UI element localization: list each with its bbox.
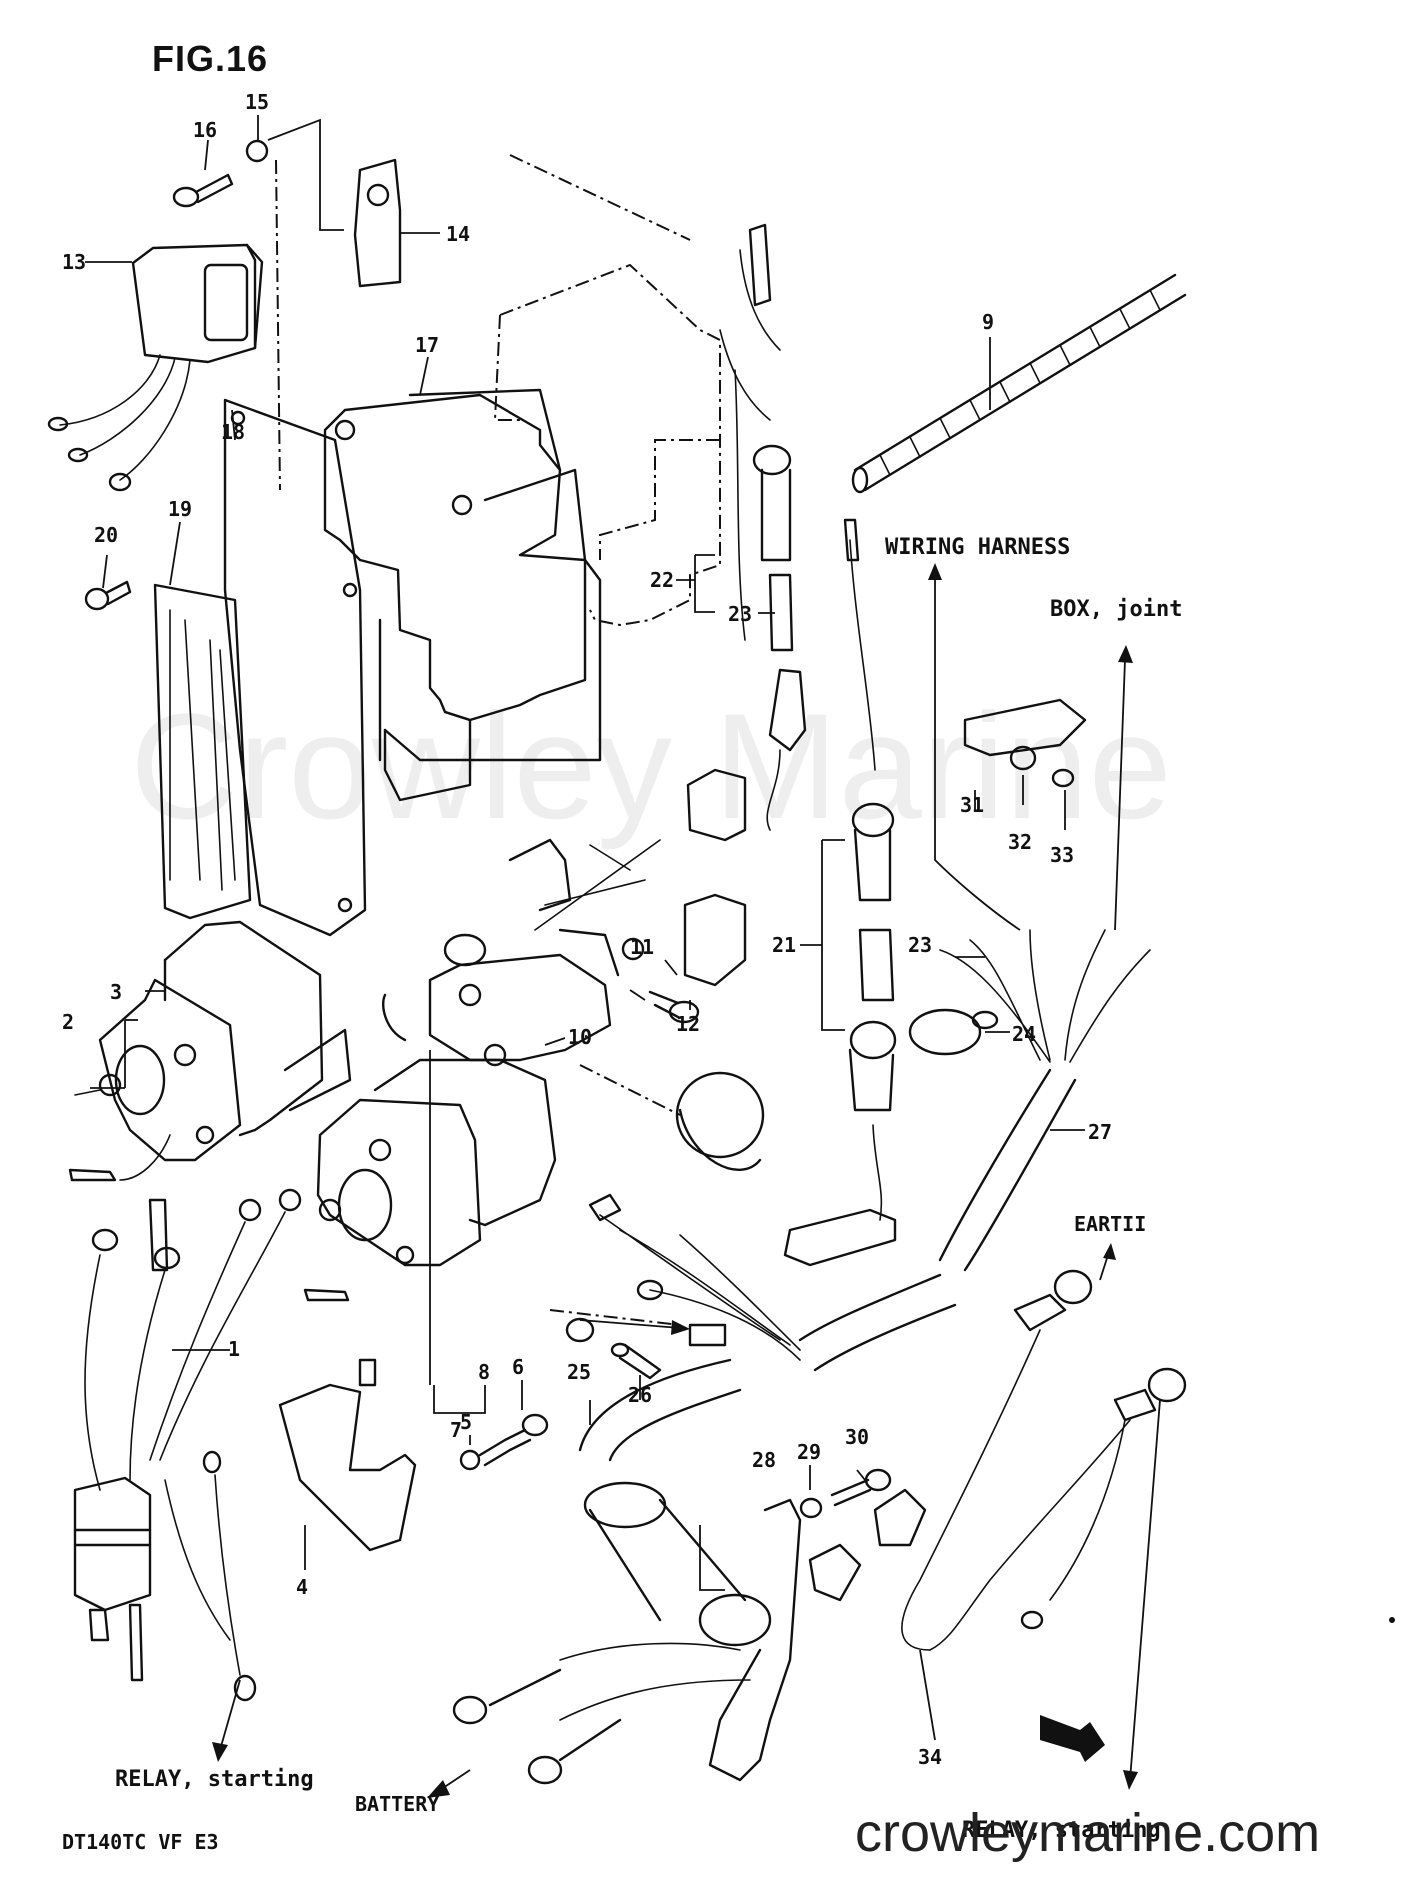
callout-7: 7 [450,1418,463,1442]
callout-23-lower: 23 [908,933,933,957]
figure-title: FIG.16 [152,38,269,79]
part-connectors [683,768,747,987]
part-27-harness-tube [578,929,1151,1462]
label-battery: BATTERY [355,1792,440,1816]
part-28-cylinder [452,1481,802,1785]
callout-21: 21 [772,933,797,957]
part-29-30-hardware [799,1468,892,1519]
part-24-o-ring [908,1008,982,1056]
label-box-joint: BOX, joint [1050,597,1183,622]
callout-5: 5 [460,1410,473,1434]
callout-23-upper: 23 [728,602,753,626]
fwd-arrow-icon [1040,1715,1105,1762]
part-16-screw [172,173,234,208]
callout-27: 27 [1088,1120,1113,1144]
callout-12: 12 [676,1012,701,1036]
part-11-12-screw-washer [621,937,700,1024]
part-10-relay [428,838,661,1067]
callout-30: 30 [845,1425,870,1449]
callout-31: 31 [960,793,985,817]
website-watermark: crowleymarine.com [855,1803,1321,1863]
callout-20: 20 [94,523,119,547]
part-21-fuse-holder [783,518,897,1267]
part-18-gasket [223,398,367,937]
part-31-33-hardware [963,698,1087,788]
label-earth: EARTII [1074,1212,1147,1236]
label-relay-starting-2: RELAY, starting [962,1818,1161,1843]
callout-6: 6 [512,1355,525,1379]
part-14-bracket [353,158,402,288]
callout-13: 13 [62,250,87,274]
callout-32: 32 [1008,830,1033,854]
part-13-unit [47,243,264,492]
part-34-cables [808,1269,1187,1651]
callout-4: 4 [296,1575,309,1599]
callout-8: 8 [478,1360,491,1384]
callout-22: 22 [650,568,675,592]
callout-25: 25 [567,1360,592,1384]
part-1-cable [73,1188,302,1702]
model-code: DT140TC VF E3 [62,1830,219,1854]
part-7-8-relay-middle [303,1058,557,1387]
callout-19: 19 [168,497,193,521]
callout-28: 28 [752,1448,777,1472]
callout-10: 10 [568,1025,593,1049]
part-22-fuse-holder [719,223,807,831]
stray-dot [1389,1617,1395,1623]
part-cap-ring [579,1064,765,1171]
callout-26: 26 [628,1383,653,1407]
callout-24: 24 [1012,1022,1037,1046]
part-back-box-dashed [493,154,721,627]
callout-17: 17 [415,333,440,357]
part-17-cover [323,388,602,802]
callout-34: 34 [918,1745,943,1769]
part-9-harness-spiral [851,273,1187,494]
direction-arrows [212,563,1161,1798]
callout-1: 1 [228,1337,241,1361]
callout-18: 18 [221,420,246,444]
label-relay-starting: RELAY, starting [115,1767,314,1792]
part-20-screw [84,580,132,611]
callout-15: 15 [245,90,270,114]
label-wiring-harness: WIRING HARNESS [885,535,1071,560]
callout-11: 11 [630,935,655,959]
part-5-6-hardware [459,1413,549,1471]
callout-29: 29 [797,1440,822,1464]
callout-33: 33 [1050,843,1075,867]
callout-14: 14 [446,222,471,246]
callout-2: 2 [62,1010,75,1034]
part-clip [382,993,407,1042]
callout-9: 9 [982,310,995,334]
callout-16: 16 [193,118,218,142]
watermark-text: Crowley Marine [130,682,1172,850]
part-2-3-relay-left [68,920,352,1182]
part-4-bracket [278,1383,417,1552]
leader-lines [85,115,1085,1741]
callout-3: 3 [110,980,123,1004]
part-25-26-hardware [549,1309,681,1380]
part-wire-bundle [588,1193,801,1361]
part-15-washer [245,139,269,163]
part-19-label-plate [153,583,252,920]
